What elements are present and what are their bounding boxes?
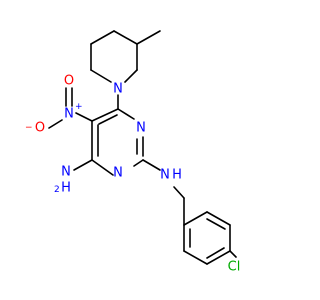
bond-nh-ch2 (173, 186, 185, 199)
ring-n-bottom-label: N (113, 166, 123, 181)
bond-ar2-ar3-double (206, 218, 226, 230)
bond-npip-c1 (90, 69, 112, 83)
nh2-h-label: H (61, 181, 71, 196)
bond-c5-c6 (91, 108, 119, 122)
benzene-ring-bonds (183, 211, 237, 265)
bond-ar1-ar2 (183, 211, 208, 226)
piperidine-ring-bonds (90, 30, 161, 110)
amine-chain-bonds (73, 159, 185, 226)
bond-c4-nh2 (73, 159, 93, 171)
bond-c2-c3 (90, 30, 115, 45)
bond-ar5-ar6 (183, 250, 208, 265)
amine-n-label: N (160, 168, 170, 183)
bond-c3-c4 (113, 30, 138, 45)
nitro-o-left-charge: − (25, 123, 33, 133)
amine-h-label: H (172, 168, 182, 183)
bond-methyl (136, 30, 161, 45)
nh2-h-count: 2 (54, 185, 60, 195)
bond-ar4-ar5 (206, 250, 231, 265)
nitro-o-left-label: O (35, 121, 45, 136)
bond-n3-c4 (91, 159, 114, 176)
nitro-n-charge: + (75, 102, 83, 112)
nh2-n-label: N (61, 165, 71, 180)
bond-c6-n1 (117, 108, 135, 120)
bond-c5-nnitro (75, 112, 93, 122)
bond-ar2-ar3 (206, 211, 231, 226)
nitro-n-label: N (64, 107, 74, 122)
nitro-group-bonds (48, 87, 93, 129)
pyrimidine-ring-bonds (91, 108, 144, 176)
bond-nnitro-o-left (48, 119, 63, 129)
bond-c2-nh (142, 159, 161, 171)
bond-c2-n3 (133, 159, 144, 167)
bond-c6-c5-double (98, 114, 118, 125)
piperidine-n-label: N (113, 82, 123, 97)
nitro-o-top-label: O (64, 74, 74, 89)
bond-ar4-ar5-double (206, 247, 225, 259)
bond-c5p-npip (124, 69, 138, 83)
molecule-diagram: N N N N + O O − N H N H 2 Cl (25, 30, 241, 275)
ring-n-top-label: N (136, 121, 146, 136)
bond-ar4-cl (229, 250, 237, 258)
chlorine-label: Cl (228, 260, 241, 275)
